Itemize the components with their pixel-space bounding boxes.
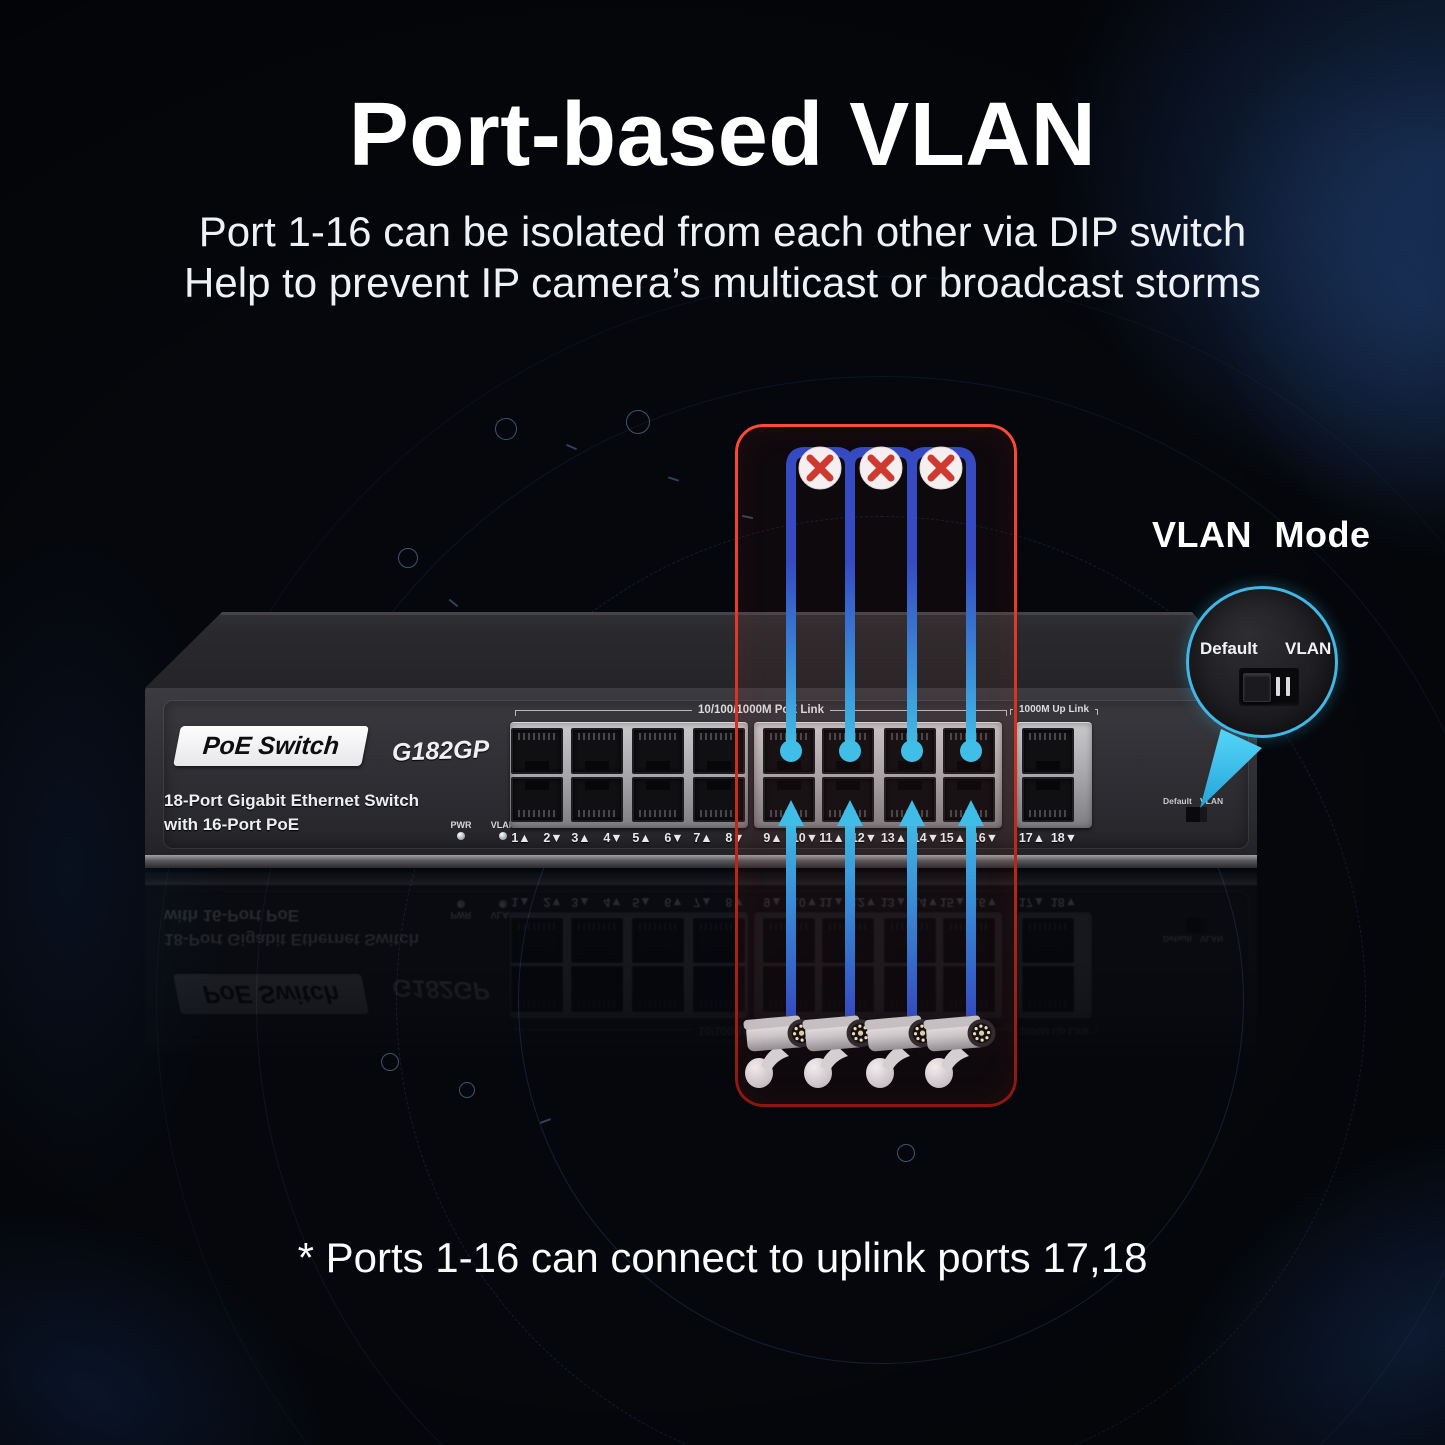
port-label: 5▲ <box>632 831 652 845</box>
footnote: * Ports 1-16 can connect to uplink ports… <box>297 1234 1148 1281</box>
port-label: 6▼ <box>664 831 684 845</box>
inset-default-label: Default <box>1200 639 1258 658</box>
rj45-port <box>571 728 623 774</box>
inset-dip-switch <box>1239 668 1299 706</box>
port-label: 1▲ <box>511 831 531 845</box>
switch-top-edge <box>220 612 1194 615</box>
dip-switch-magnifier: Default VLAN <box>1186 586 1338 738</box>
bracket-line <box>1095 709 1098 715</box>
port-label: 17▲ <box>1018 831 1046 845</box>
vlan-mode-title: VLAN Mode <box>1152 514 1371 555</box>
subtitle-line-2: Help to prevent IP camera’s multicast or… <box>184 259 1261 306</box>
decor-node <box>459 1082 475 1098</box>
device-description: 18-Port Gigabit Ethernet Switch with 16-… <box>164 789 419 837</box>
port-label: 4▼ <box>603 831 623 845</box>
subtitle-line-1: Port 1-16 can be isolated from each othe… <box>198 208 1247 255</box>
inset-dip-slider <box>1243 673 1271 702</box>
pwr-led-indicator <box>457 832 465 840</box>
subtitle: Port 1-16 can be isolated from each othe… <box>0 206 1445 308</box>
switch-front-groove <box>163 700 1249 849</box>
device-description-line-2: with 16-Port PoE <box>164 815 300 834</box>
dip-default-label: Default <box>1163 796 1192 806</box>
decor-node <box>897 1144 915 1162</box>
inset-dip-tick <box>1276 677 1280 696</box>
rj45-port <box>1022 728 1074 774</box>
inset-vlan-label: VLAN <box>1285 639 1332 658</box>
decor-node <box>398 548 418 568</box>
decor-node <box>495 418 517 440</box>
dip-vlan-label: VLAN <box>1200 796 1224 806</box>
device-description-line-1: 18-Port Gigabit Ethernet Switch <box>164 791 420 810</box>
port-label: 18▼ <box>1050 831 1078 845</box>
switch-top-face <box>145 612 1257 688</box>
isolation-highlight-frame <box>735 424 1017 1107</box>
pwr-led-label: PWR <box>450 820 472 830</box>
bracket-line <box>515 709 693 716</box>
vlan-led-label: VLAN <box>490 820 516 830</box>
decor-node <box>381 1053 399 1071</box>
page-title: Port-based VLAN <box>348 85 1097 185</box>
decor-node <box>626 410 650 434</box>
vlan-led-indicator <box>499 832 507 840</box>
port-label: 7▲ <box>693 831 713 845</box>
rj45-port <box>511 728 563 774</box>
dip-switch <box>1186 807 1207 822</box>
magnifier-pointer <box>1200 729 1262 808</box>
inset-dip-tick <box>1286 677 1290 696</box>
rj45-port <box>571 777 623 822</box>
rj45-port <box>632 728 684 774</box>
port-label: 3▲ <box>571 831 591 845</box>
rj45-port <box>1022 777 1074 822</box>
rj45-port <box>632 777 684 822</box>
uplink-group-label: 1000M Up Link <box>1018 704 1090 715</box>
rj45-port <box>511 777 563 822</box>
port-label: 2▼ <box>543 831 563 845</box>
